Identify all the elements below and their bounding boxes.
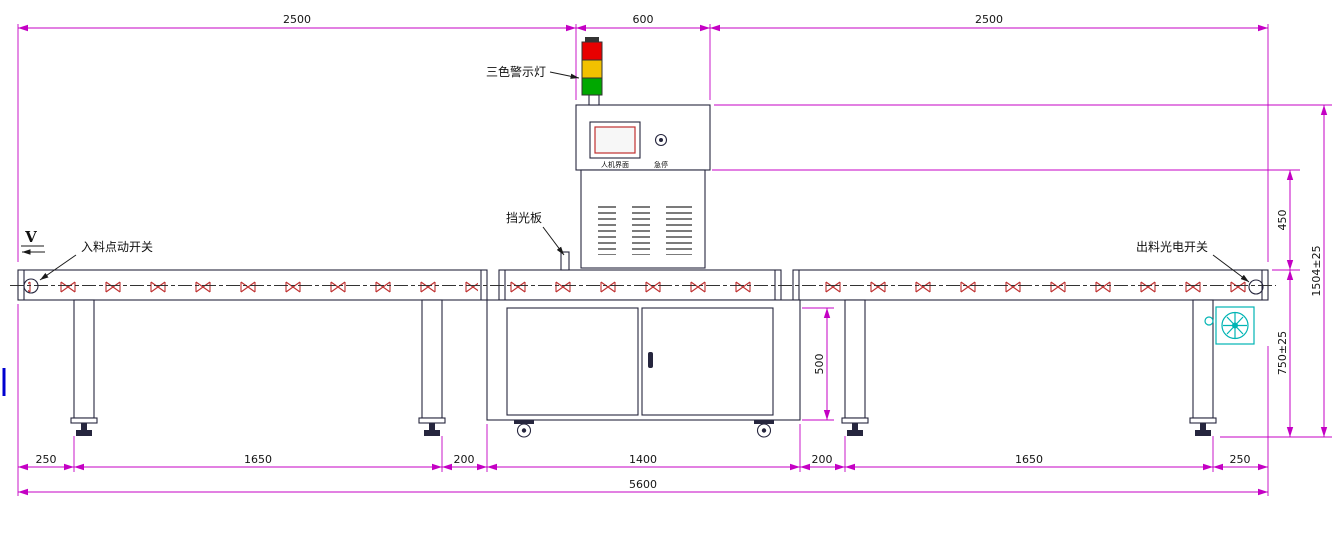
green-light-segment — [581, 77, 603, 96]
dim-text-250-right: 250 — [1230, 453, 1251, 466]
dim-text-2500-right: 2500 — [975, 13, 1003, 26]
dim-text-1650-left: 1650 — [244, 453, 272, 466]
caster-wheel — [754, 420, 774, 438]
conveyor-line — [10, 269, 1276, 301]
dim-text-200-right: 200 — [812, 453, 833, 466]
vent-slots — [666, 205, 692, 255]
dim-text-1400: 1400 — [629, 453, 657, 466]
view-direction-marker: V — [24, 228, 37, 246]
support-legs — [70, 299, 1217, 436]
foot — [70, 417, 98, 436]
machine-tower: 人机界面 急停 — [575, 104, 711, 269]
cabinet-door-right — [641, 307, 774, 416]
fan-connector — [1204, 316, 1214, 326]
foot — [418, 417, 446, 436]
fan-box — [1215, 306, 1255, 345]
bottom-dimensions: 250 1650 200 1400 200 1650 250 5600 — [17, 304, 1269, 496]
estop-button-center — [659, 138, 663, 142]
red-light-segment — [581, 41, 603, 61]
dim-text-250-left: 250 — [36, 453, 57, 466]
yellow-light-segment — [581, 59, 603, 79]
foot — [1189, 417, 1217, 436]
leader-line — [1212, 254, 1250, 283]
cabinet-height-dimension: 500 — [802, 307, 834, 421]
light-shield-plate — [560, 251, 570, 271]
dim-text-750: 750±25 — [1276, 331, 1289, 375]
dim-text-1650-right: 1650 — [1015, 453, 1043, 466]
dim-text-5600: 5600 — [629, 478, 657, 491]
hmi-label: 人机界面 — [601, 160, 629, 169]
callouts: 挡光板 入料点动开关 出料光电开关 V — [21, 211, 1250, 283]
machine-cabinet — [486, 299, 801, 438]
outfeed-photo-switch-symbol — [1248, 279, 1264, 295]
light-cap — [585, 37, 599, 42]
leader-line — [39, 254, 77, 281]
estop-label: 急停 — [654, 160, 668, 169]
dim-text-450: 450 — [1276, 210, 1289, 231]
fan-hub — [1232, 322, 1238, 329]
vent-slots — [632, 205, 650, 255]
light-shield-label: 挡光板 — [506, 211, 542, 225]
leg — [421, 299, 443, 419]
cabinet-door-left — [506, 307, 639, 416]
infeed-switch-label: 入料点动开关 — [81, 240, 153, 254]
dim-text-600: 600 — [633, 13, 654, 26]
hmi-screen — [594, 126, 636, 154]
foot — [841, 417, 869, 436]
leader-line — [542, 226, 565, 256]
dim-text-500: 500 — [813, 354, 826, 375]
cabinet-body — [486, 299, 801, 421]
light-pole — [588, 94, 600, 106]
leader-line — [549, 71, 580, 79]
fan-blade-circle — [1221, 311, 1249, 340]
caster-wheel — [514, 420, 534, 438]
dim-text-200-left: 200 — [454, 453, 475, 466]
right-dimensions: 450 750±25 1504±25 — [712, 104, 1332, 438]
leg — [844, 299, 866, 419]
dim-text-2500-left: 2500 — [283, 13, 311, 26]
top-dimensions: 2500 600 2500 — [17, 13, 1269, 262]
warning-light-tower: 三色警示灯 — [486, 37, 603, 106]
outfeed-fan-unit — [1204, 306, 1255, 345]
vent-slots — [598, 205, 616, 255]
infeed-jog-switch-symbol — [23, 278, 39, 294]
warning-light-label: 三色警示灯 — [486, 64, 546, 79]
outfeed-switch-label: 出料光电开关 — [1136, 240, 1208, 254]
dim-text-1504: 1504±25 — [1310, 245, 1323, 296]
door-handle — [648, 352, 653, 368]
leg — [73, 299, 95, 419]
